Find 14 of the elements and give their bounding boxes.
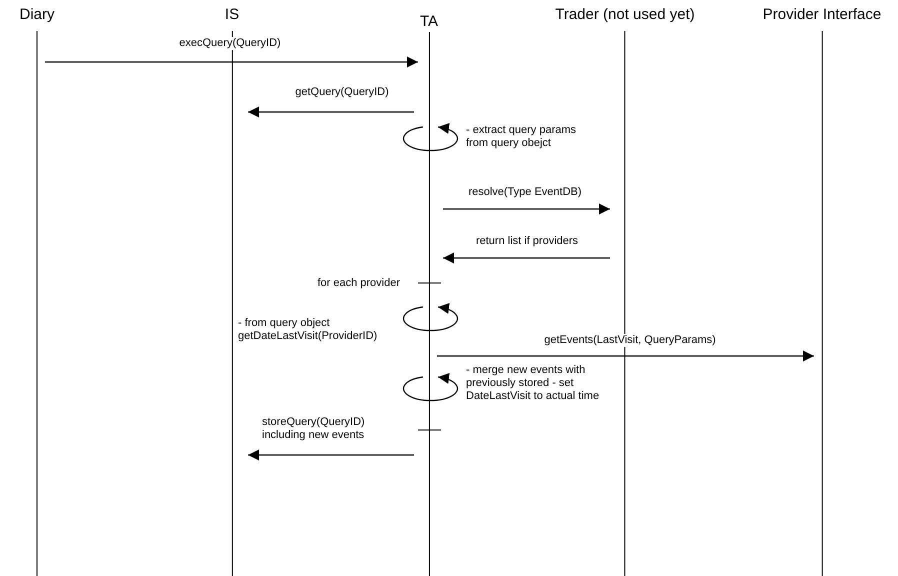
message-arrow xyxy=(45,56,418,68)
lifeline-header: IS xyxy=(224,6,240,23)
self-call-arrow xyxy=(402,123,458,152)
message-arrow xyxy=(248,450,414,460)
lifeline-header: Diary xyxy=(20,6,54,23)
lifeline-header: TA xyxy=(420,13,438,30)
lifeline-header: Provider Interface xyxy=(762,6,882,23)
message-arrow xyxy=(443,252,610,264)
lifeline-header: Trader (not used yet) xyxy=(555,6,695,23)
self-call-arrow xyxy=(402,303,458,332)
message-arrow xyxy=(437,350,814,362)
message-arrow xyxy=(443,204,610,214)
message-arrow xyxy=(248,106,414,118)
self-call-arrow xyxy=(402,373,458,402)
